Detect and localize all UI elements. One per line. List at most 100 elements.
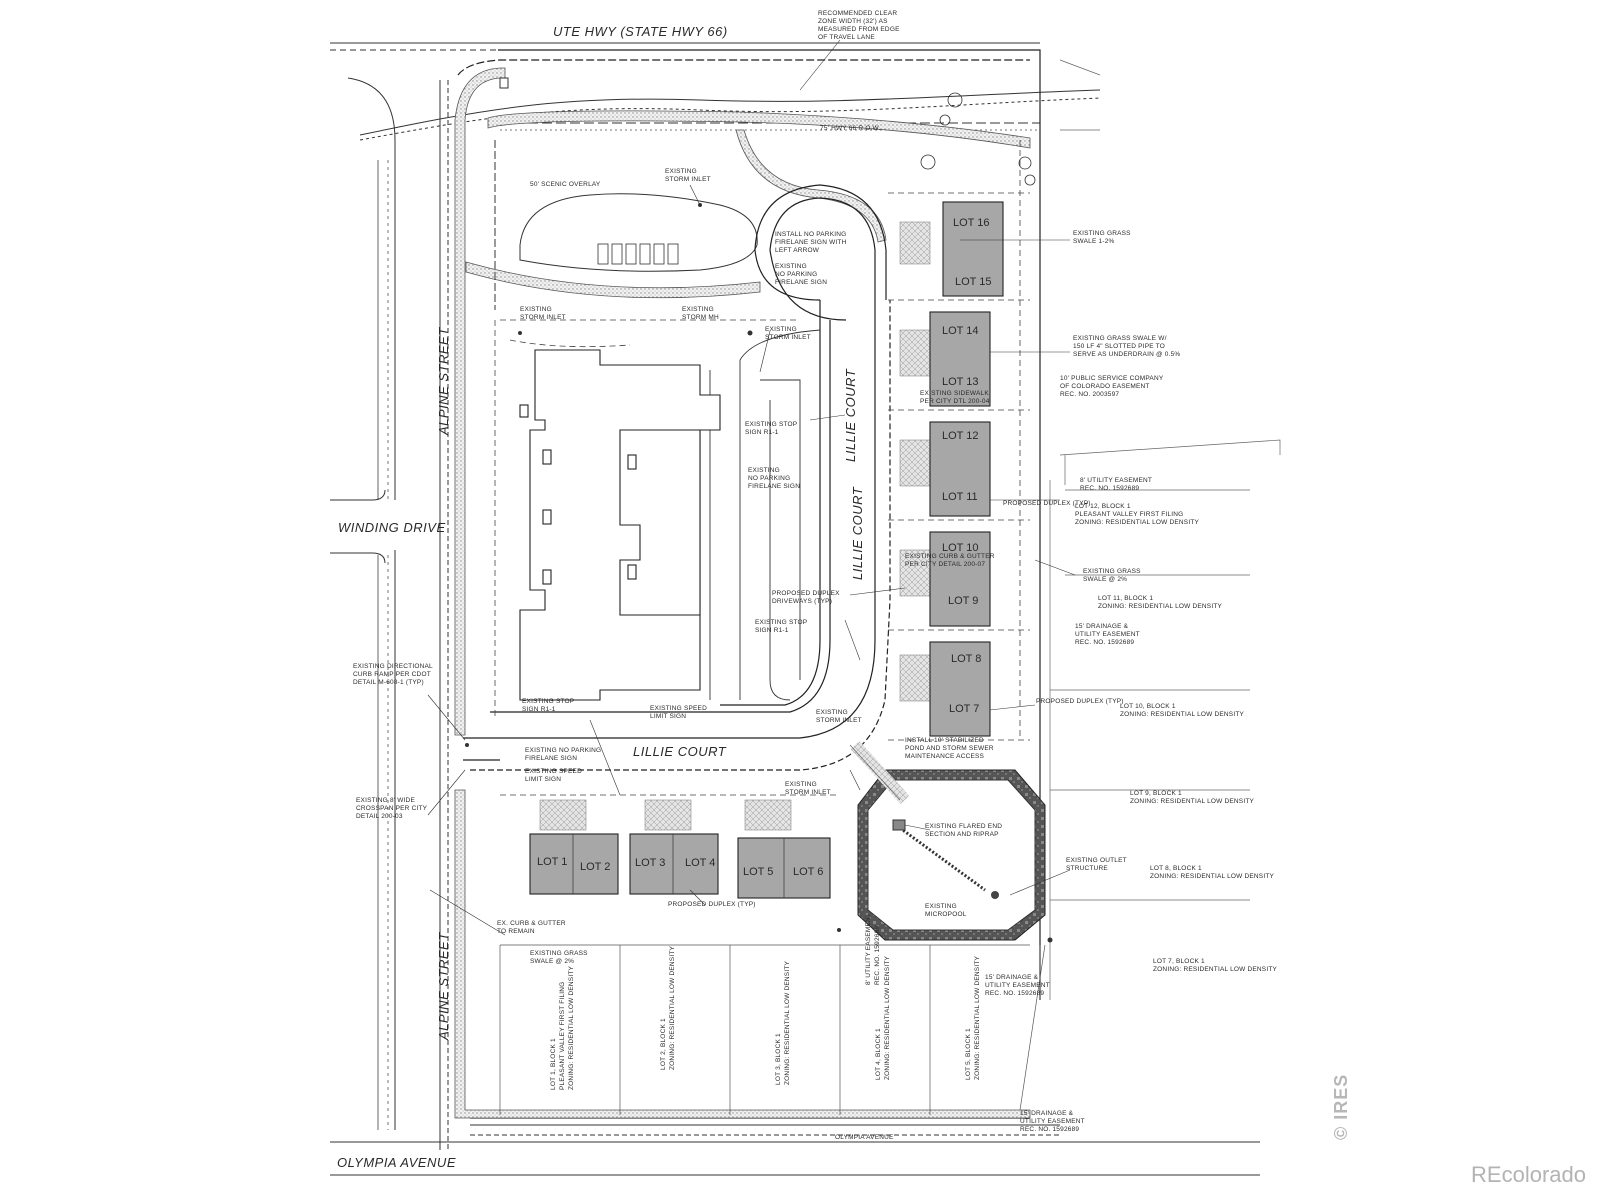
note-no-parking-arrow: FIRELANE SIGN WITH [775,239,847,246]
note-speed-limit-2: EXISTING SPEED [525,768,582,775]
lot-9-label: LOT 9 [948,595,978,607]
south-subdivision [499,944,1046,1115]
note-psco-easement: OF COLORADO EASEMENT [1060,383,1150,390]
note-utility-easement-1: 8' UTILITY EASEMENT [1080,477,1152,484]
note-speed-limit-1: EXISTING SPEED [650,705,707,712]
tree-symbols [920,92,1036,186]
lot-3-4-building [629,833,719,895]
lot-5-label: LOT 5 [743,866,773,878]
note-proposed-duplex-1: PROPOSED DUPLEX (TYP) [1003,500,1091,507]
note-stop-sign-2: EXISTING STOP [755,619,807,626]
note-no-parking-arrow: INSTALL NO PARKING [775,231,846,238]
note-lot3-block: LOT 3, BLOCK 1 [775,1033,782,1085]
driveway-hatches [539,221,931,831]
note-storm-mh: EXISTING [682,306,714,313]
note-grass-swale-pipe: EXISTING GRASS SWALE W/ [1073,335,1167,342]
note-lot12-block: LOT 12, BLOCK 1 [1075,503,1131,510]
note-stop-sign-1: EXISTING STOP [745,421,797,428]
note-curb-ramp: DETAIL M-608-1 (TYP) [353,679,424,686]
note-lot8-block: ZONING: RESIDENTIAL LOW DENSITY [1150,873,1275,880]
note-grass-swale-3: EXISTING GRASS [530,950,588,957]
note-proposed-duplex-2: PROPOSED DUPLEX (TYP) [1036,698,1124,705]
note-grass-swale-2: EXISTING GRASS [1083,568,1141,575]
lot-1-2-building [529,833,619,895]
note-stabilized-access: MAINTENANCE ACCESS [905,753,985,760]
note-stop-sign-3: EXISTING STOP [522,698,574,705]
note-psco-easement: 10' PUBLIC SERVICE COMPANY [1060,375,1164,382]
note-storm-inlet-4: STORM INLET [816,717,862,724]
lillie-court-label: LILLIE COURT [633,744,727,759]
note-proposed-duplex-3: PROPOSED DUPLEX (TYP) [668,901,756,908]
note-no-parking-2: NO PARKING [748,475,790,482]
olympia-avenue [330,1124,1260,1176]
note-flared-end: EXISTING FLARED END [925,823,1002,830]
inner-road [709,329,821,701]
lot-12-label: LOT 12 [942,430,979,442]
lot-4-label: LOT 4 [685,857,715,869]
note-storm-mh: STORM MH [682,314,719,321]
lot-8-label: LOT 8 [951,653,981,665]
alpine-street-label-south: ALPINE STREET [436,932,451,1041]
note-no-parking-1: EXISTING [775,263,807,270]
winding-drive [330,489,386,564]
note-drainage-easement-3: 15' DRAINAGE & [1020,1110,1074,1117]
tree-icon [1024,174,1036,186]
note-stop-sign-1: SIGN R1-1 [745,429,779,436]
winding-drive-label: WINDING DRIVE [338,520,446,535]
ute-hwy [330,42,1101,141]
note-storm-inlet-3: EXISTING [765,326,797,333]
note-crosspan: EXISTING 8' WIDE [356,797,415,804]
note-no-parking-1: NO PARKING [775,271,817,278]
note-storm-inlet-2: EXISTING [520,306,552,313]
note-speed-limit-1: LIMIT SIGN [650,713,686,720]
lot-14-13-building [929,311,991,407]
property-lines [494,140,1030,796]
lot-16-label: LOT 16 [953,217,990,229]
note-clear-zone: ZONE WIDTH (32') AS [818,18,888,25]
note-lot11-block: ZONING: RESIDENTIAL LOW DENSITY [1098,603,1223,610]
note-lot3-block: ZONING: RESIDENTIAL LOW DENSITY [784,960,791,1085]
lot-dividers [572,834,785,898]
note-lot4-block: LOT 4, BLOCK 1 [875,1028,882,1080]
ute-hwy-label: UTE HWY (STATE HWY 66) [553,24,728,39]
note-drainage-easement: REC. NO. 1592689 [1075,639,1134,646]
note-no-parking-2: FIRELANE SIGN [748,483,800,490]
note-grass-swale-1: SWALE 1-2% [1073,238,1115,245]
leader-lines [427,39,1076,936]
note-sidewalk: PER CITY DTL 200-04 [920,398,990,405]
note-lot4-block: ZONING: RESIDENTIAL LOW DENSITY [884,955,891,1080]
note-no-parking-2: EXISTING [748,467,780,474]
lot-11-label: LOT 11 [942,491,978,503]
note-micropool: EXISTING [925,903,957,910]
alpine-street [347,77,449,1150]
note-lot10-block: ZONING: RESIDENTIAL LOW DENSITY [1120,711,1245,718]
note-drainage-easement-2: UTILITY EASEMENT [985,982,1050,989]
lot-8-7-building [929,641,991,737]
note-lot2-block: ZONING: RESIDENTIAL LOW DENSITY [669,945,676,1070]
note-lot5-block: LOT 5, BLOCK 1 [965,1028,972,1080]
note-storm-inlet-5: STORM INLET [785,789,831,796]
lot-2-label: LOT 2 [580,861,610,873]
lot-10-label: LOT 10 [942,542,979,554]
lot-7-label: LOT 7 [949,703,979,715]
note-storm-inlet-5: EXISTING [785,781,817,788]
note-no-parking-3: EXISTING NO PARKING [525,747,601,754]
note-curb-remain: EX. CURB & GUTTER [497,920,566,927]
note-drainage-easement: UTILITY EASEMENT [1075,631,1140,638]
lillie-court-label-upper: LILLIE COURT [843,368,858,462]
note-stabilized-access: INSTALL 10' STABILIZED [905,737,984,744]
note-storm-inlet-2: STORM INLET [520,314,566,321]
tree-icon [939,114,951,126]
lillie-court-label-mid: LILLIE COURT [850,486,865,580]
note-lot11-block: LOT 11, BLOCK 1 [1098,595,1153,602]
note-curb-gutter: PER CITY DETAIL 200-07 [905,561,985,568]
note-stop-sign-3: SIGN R1-1 [522,706,556,713]
lot-16-15-building [942,201,1004,297]
tree-icon [1018,156,1032,170]
note-lot7-block: LOT 7, BLOCK 1 [1153,958,1205,965]
note-lot10-block: LOT 10, BLOCK 1 [1120,703,1176,710]
recolorado-watermark: REcolorado [1471,1162,1586,1187]
lillie-court-road [463,184,891,771]
